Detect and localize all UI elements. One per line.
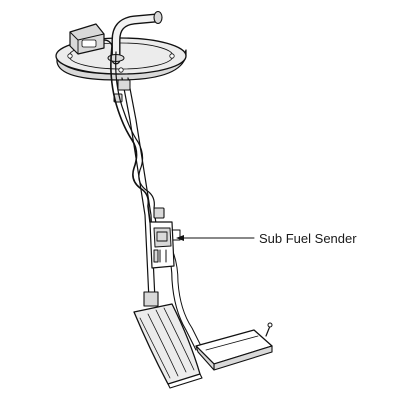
- support-rod: [113, 77, 156, 301]
- callout-leader-sub-fuel-sender: [176, 235, 255, 241]
- sub-fuel-sender-unit: [149, 207, 181, 269]
- electrical-connector: [69, 23, 113, 55]
- callout-label-sub-fuel-sender: Sub Fuel Sender: [259, 231, 357, 246]
- wiring-harness: [110, 45, 203, 351]
- fuel-strainer: [133, 291, 203, 389]
- float-arm: [195, 322, 273, 371]
